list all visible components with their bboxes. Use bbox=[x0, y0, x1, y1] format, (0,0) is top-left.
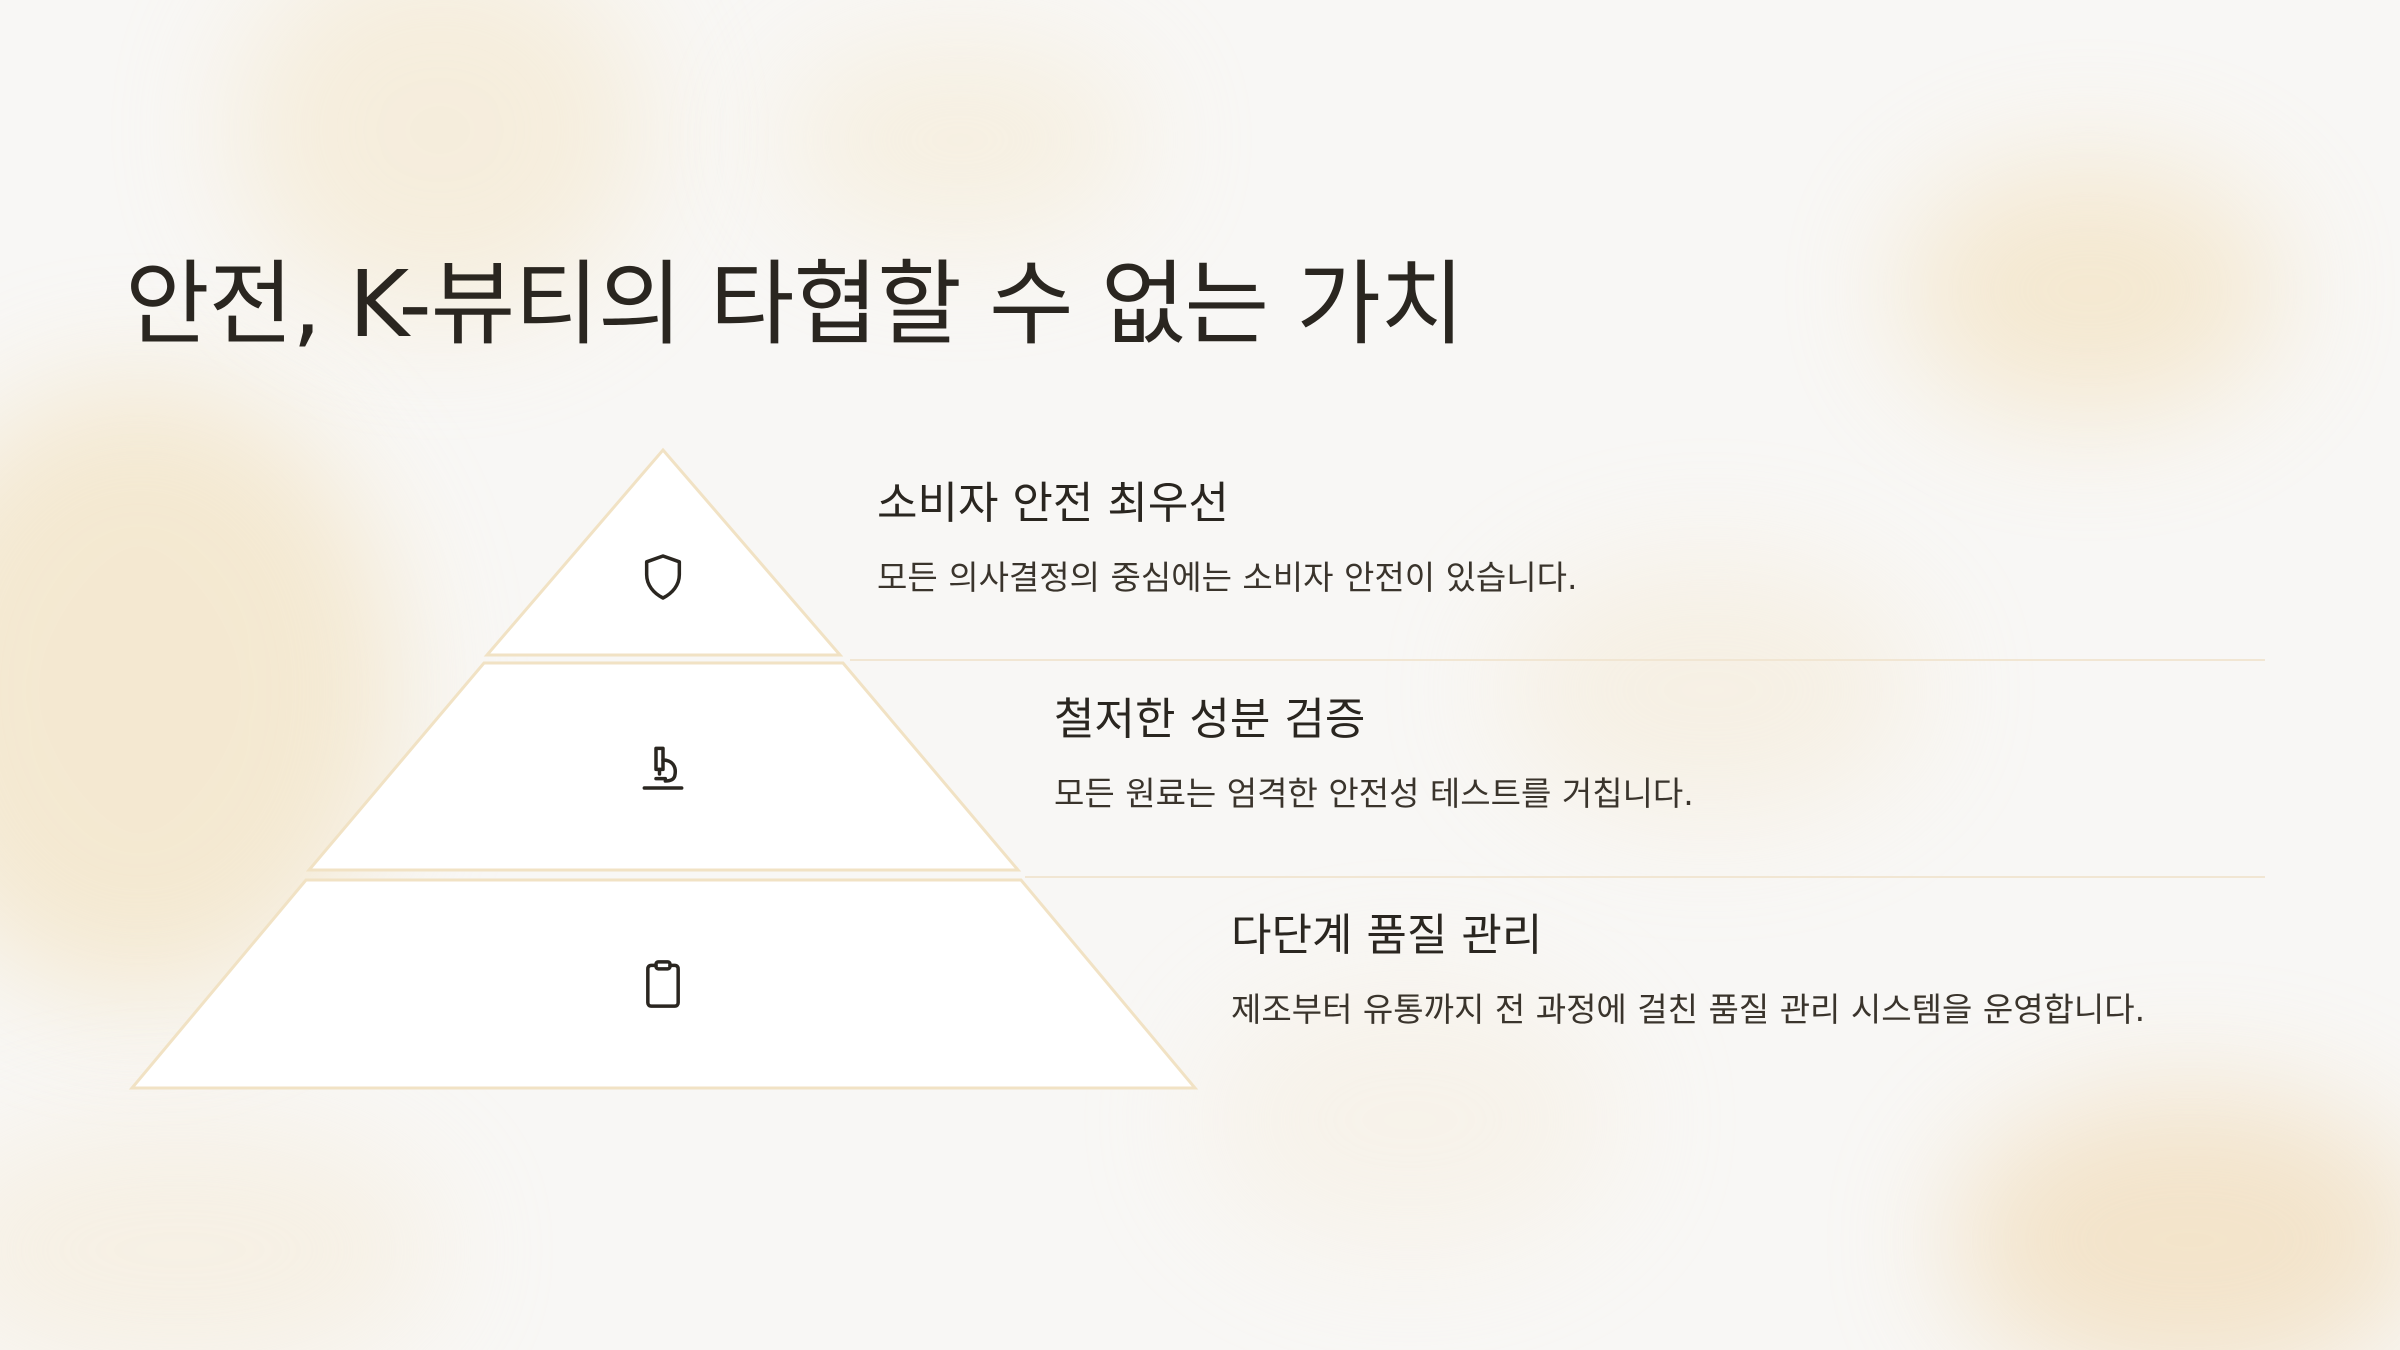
tier-1-description: 모든 의사결정의 중심에는 소비자 안전이 있습니다. bbox=[877, 557, 1578, 597]
tier-3-text: 다단계 품질 관리 제조부터 유통까지 전 과정에 걸친 품질 관리 시스템을 … bbox=[1231, 910, 2145, 1032]
divider-2 bbox=[1025, 876, 2265, 878]
clipboard-icon bbox=[646, 960, 680, 1008]
page-title: 안전, K-뷰티의 타협할 수 없는 가치 bbox=[125, 251, 1465, 358]
tier-1-text: 소비자 안전 최우선 모든 의사결정의 중심에는 소비자 안전이 있습니다. bbox=[877, 478, 1578, 600]
tier-1-heading: 소비자 안전 최우선 bbox=[877, 478, 1229, 529]
microscope-icon bbox=[642, 746, 684, 790]
divider-1 bbox=[850, 659, 2265, 661]
tier-2-description: 모든 원료는 엄격한 안전성 테스트를 거칩니다. bbox=[1054, 773, 1694, 813]
tier-2-heading: 철저한 성분 검증 bbox=[1054, 694, 1366, 745]
pyramid-tier-top bbox=[483, 447, 844, 657]
tier-3-heading: 다단계 품질 관리 bbox=[1231, 910, 1543, 961]
pyramid-tier-bottom bbox=[128, 878, 1199, 1090]
tier-3-description: 제조부터 유통까지 전 과정에 걸친 품질 관리 시스템을 운영합니다. bbox=[1231, 989, 2146, 1029]
shield-icon bbox=[644, 554, 682, 600]
tier-2-text: 철저한 성분 검증 모든 원료는 엄격한 안전성 테스트를 거칩니다. bbox=[1054, 694, 1694, 816]
